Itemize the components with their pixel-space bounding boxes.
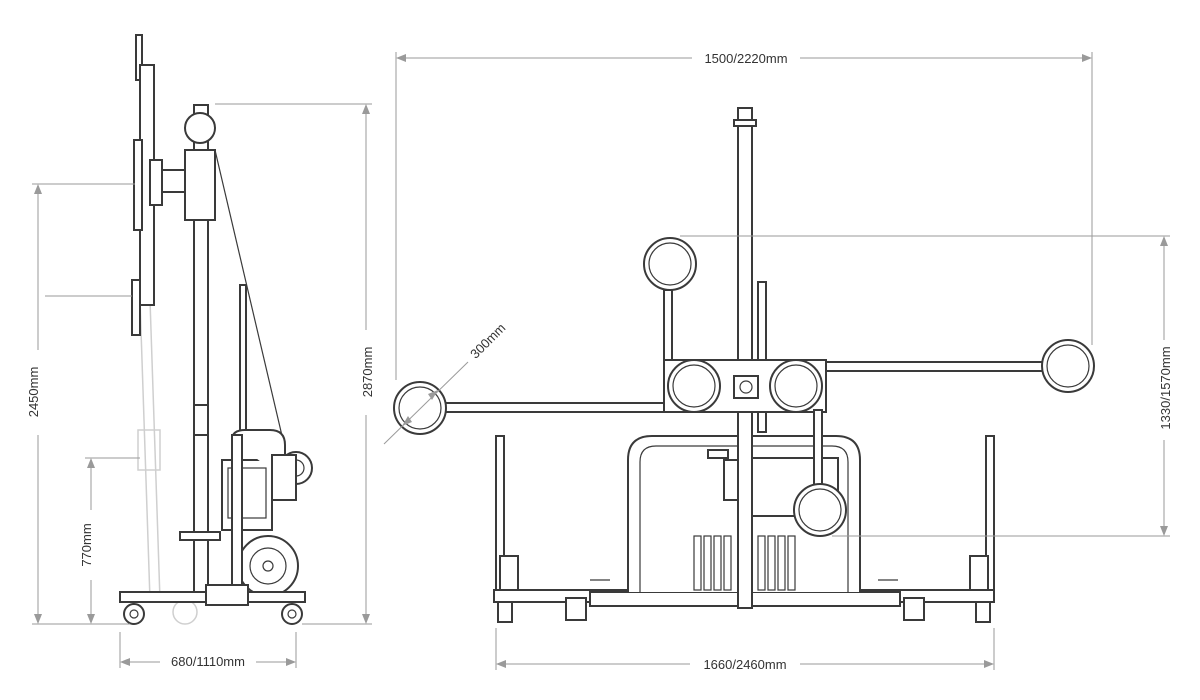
- side-view-base: [119, 584, 306, 625]
- side-view-ghost-frame: [137, 299, 198, 625]
- dim-base-width: 1660/2460mm: [703, 657, 786, 672]
- dim-total-width: 1500/2220mm: [704, 51, 787, 66]
- front-view-mast: [733, 107, 767, 609]
- dim-height-2450: 2450mm: [26, 367, 41, 418]
- dim-base-depth: 680/1110mm: [171, 654, 245, 669]
- front-view: [393, 107, 1095, 623]
- side-view-winch-housing: [179, 429, 313, 541]
- side-view-mast: [184, 104, 284, 601]
- side-view-dimensions: 2870mm 2450mm 770mm 680/1110mm: [26, 103, 375, 669]
- dim-height-2870: 2870mm: [360, 347, 375, 398]
- dim-height-770: 770mm: [79, 523, 94, 566]
- dim-cup-diameter: 300mm: [467, 320, 508, 361]
- side-view-glass-panel: [131, 34, 191, 336]
- front-view-counterweights: [693, 535, 796, 591]
- dim-cup-span: 1330/1570mm: [1158, 346, 1173, 429]
- side-view: [119, 34, 313, 625]
- front-view-vacuum-cups: [393, 237, 1095, 537]
- front-view-base: [493, 435, 995, 623]
